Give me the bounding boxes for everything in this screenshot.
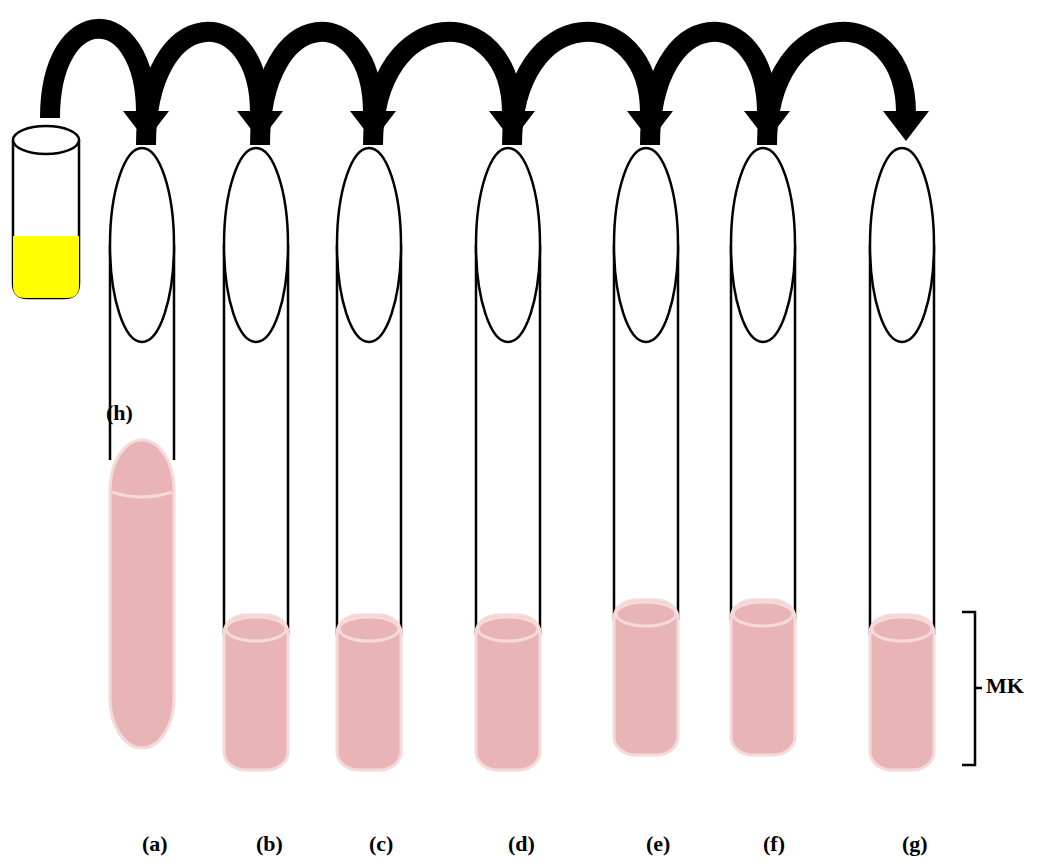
tube-wall xyxy=(13,140,79,298)
tube-mouth xyxy=(476,148,540,342)
liquid-surface xyxy=(339,617,399,641)
liquid xyxy=(224,615,288,770)
tube-mouth xyxy=(13,126,79,154)
yellow-sample xyxy=(13,236,79,298)
test-tube: (d) xyxy=(473,145,543,863)
tube-mouth xyxy=(224,148,288,342)
arrow-head xyxy=(883,111,929,141)
liquid xyxy=(476,615,540,770)
arrow-shaft xyxy=(767,32,906,145)
tube-drawing xyxy=(611,145,681,863)
tube-drawing xyxy=(107,145,177,863)
liquid xyxy=(110,440,174,748)
liquid xyxy=(731,600,795,755)
tube-label: (e) xyxy=(646,831,670,857)
test-tube: (e) xyxy=(611,145,681,863)
arrow-shaft xyxy=(373,32,512,145)
liquid-surface xyxy=(226,617,286,641)
liquid xyxy=(870,615,934,770)
liquid-surface xyxy=(478,617,538,641)
liquid-surface xyxy=(872,617,932,641)
liquid-surface xyxy=(733,602,793,626)
arrow-shaft xyxy=(650,32,767,145)
test-tube: (f) xyxy=(728,145,798,863)
liquid xyxy=(614,600,678,755)
arrow-shaft xyxy=(260,32,373,145)
tube-label: (a) xyxy=(142,831,168,857)
tube-drawing xyxy=(728,145,798,863)
tube-drawing xyxy=(867,145,937,863)
tube-mouth xyxy=(337,148,401,342)
tube-mouth xyxy=(731,148,795,342)
tube-drawing xyxy=(334,145,404,863)
transfer-arrow xyxy=(767,32,929,145)
tube-drawing xyxy=(473,145,543,863)
test-tube: (c) xyxy=(334,145,404,863)
tube-label: (b) xyxy=(256,831,283,857)
liquid-surface xyxy=(616,602,676,626)
bracket xyxy=(962,612,982,765)
bracket-label: MK xyxy=(986,673,1024,699)
tube-label: (g) xyxy=(902,831,928,857)
liquid-surface xyxy=(112,492,172,497)
tube-mouth xyxy=(870,148,934,342)
test-tube: (b) xyxy=(221,145,291,863)
arrow-shaft xyxy=(50,29,146,118)
tube-mouth xyxy=(110,148,174,342)
tube-label: (d) xyxy=(508,831,535,857)
arrow-shaft xyxy=(512,32,650,145)
tube-drawing xyxy=(221,145,291,863)
arrow-shaft xyxy=(146,32,260,145)
test-tube: (a) xyxy=(107,145,177,863)
liquid xyxy=(337,615,401,770)
tube-label: (c) xyxy=(369,831,393,857)
tube-label: (f) xyxy=(763,831,785,857)
test-tube: (g) xyxy=(867,145,937,863)
tube-mouth xyxy=(614,148,678,342)
